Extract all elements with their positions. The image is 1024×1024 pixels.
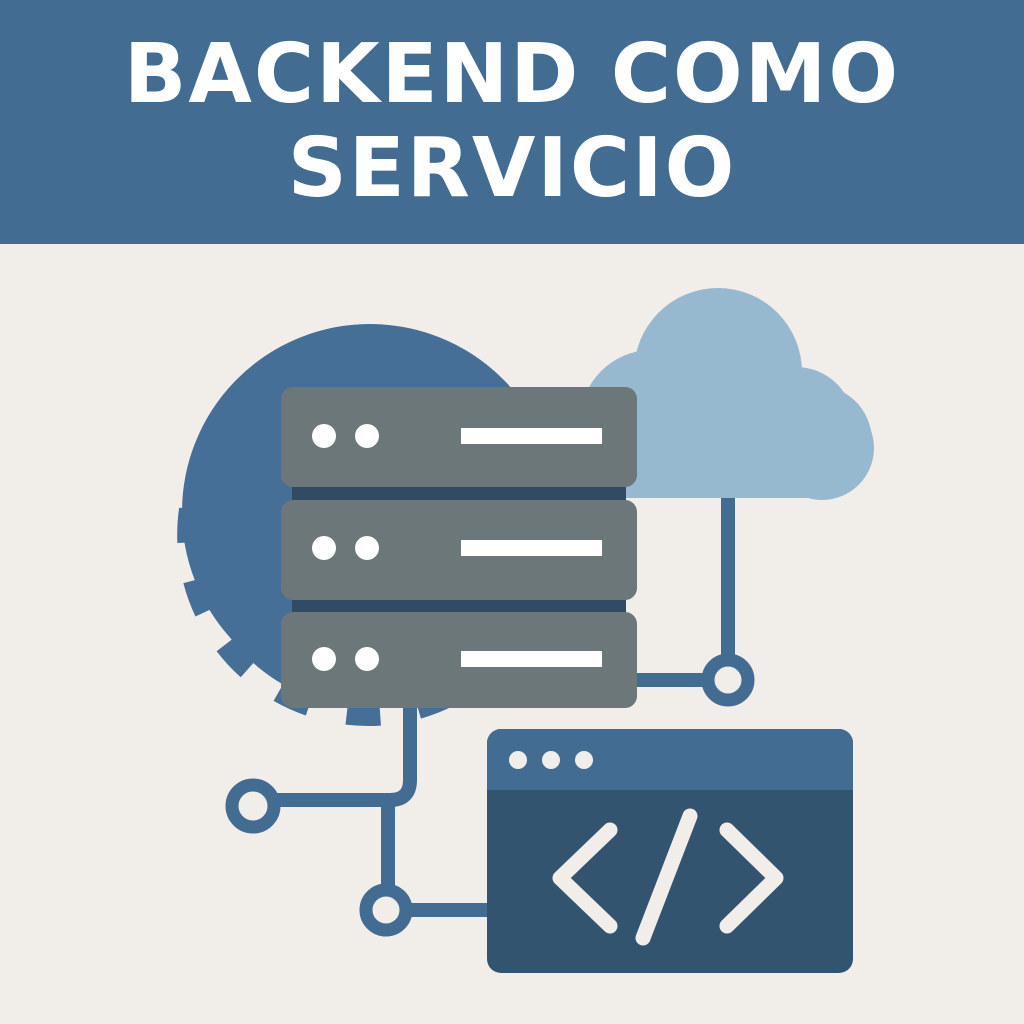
server-led-icon [312,647,336,671]
server-unit-bottom [281,612,637,708]
window-dot-icon [575,751,593,769]
code-window-header [487,729,853,790]
code-window-icon [487,729,853,973]
node-left [225,778,281,834]
right-angle-bracket [719,822,784,934]
server-unit-top [281,387,637,487]
slash [635,808,698,946]
code-brackets-icon [552,808,784,946]
server-led-icon [312,424,336,448]
window-dot-icon [509,751,527,769]
connector-lines [268,483,735,917]
server-unit-middle [281,500,637,600]
server-led-icon [355,647,379,671]
node-right [701,653,755,707]
connector-nodes [225,653,755,937]
cloud-icon [570,288,874,500]
title-line-2: SERVICIO [287,121,737,216]
server-to-left-node-line [268,698,417,807]
left-angle-bracket [552,822,618,934]
server-slot [461,428,602,444]
window-dot-icon [542,751,560,769]
backend-illustration [177,288,874,973]
title-line-1: BACKEND COMO [123,27,901,122]
server-slot [461,651,602,667]
server-stack-icon [281,387,637,708]
title-banner: BACKEND COMO SERVICIO [0,0,1024,244]
node-bottom [359,883,413,937]
server-led-icon [312,536,336,560]
server-led-icon [355,536,379,560]
server-led-icon [355,424,379,448]
server-slot [461,540,602,556]
